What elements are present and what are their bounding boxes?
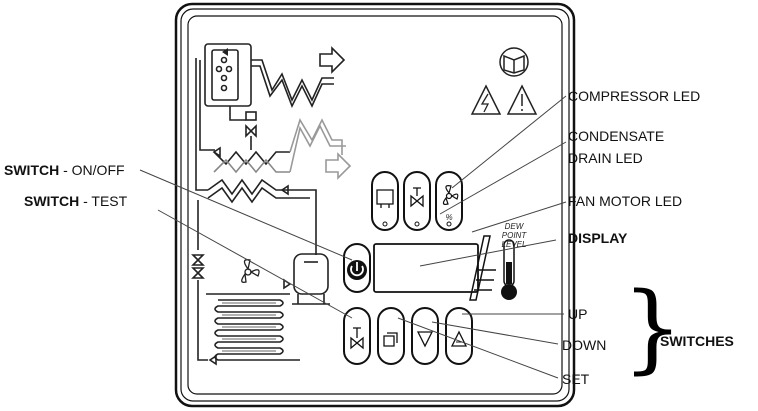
condensate-line2: DRAIN LED — [568, 150, 643, 166]
drain-led-capsule — [403, 171, 431, 231]
fan-percent-text: % — [445, 213, 453, 222]
dew-point-line2: LEVEL — [501, 240, 527, 249]
switch-test-suffix: - TEST — [79, 193, 128, 209]
power-switch[interactable] — [343, 243, 371, 293]
circuit-schematic — [191, 43, 352, 366]
set-label: SET — [562, 371, 590, 387]
down-switch[interactable] — [411, 307, 439, 365]
dew-point-level-indicator — [469, 235, 496, 301]
switch-onoff-label: SWITCH - ON/OFF — [4, 162, 125, 178]
compressor-led-capsule — [371, 171, 399, 231]
down-label: DOWN — [562, 337, 607, 353]
dew-point-level-text: DEW POINT LEVEL — [494, 222, 534, 249]
set-switch[interactable] — [377, 307, 405, 365]
book-icon — [499, 47, 529, 77]
panel-frame — [174, 2, 576, 408]
dew-point-line1: DEW POINT — [501, 222, 527, 240]
thermometer-icon — [501, 239, 517, 300]
leader-lines — [139, 95, 567, 379]
exclamation-warning-icon — [506, 84, 538, 115]
condensate-drain-led-label: CONDENSATE DRAIN LED — [568, 128, 664, 166]
lightning-warning-icon — [470, 84, 502, 115]
switches-label: SWITCHES — [660, 333, 734, 349]
condensate-line1: CONDENSATE — [568, 128, 665, 144]
fan-motor-led-label: FAN MOTOR LED — [568, 193, 683, 209]
switches-brace: } — [622, 272, 684, 384]
switch-onoff-prefix: SWITCH — [4, 162, 60, 178]
display-label: DISPLAY — [568, 230, 628, 246]
test-switch[interactable] — [343, 307, 371, 365]
condenser-fan-icon — [241, 259, 260, 283]
display-screen — [373, 243, 479, 293]
up-label: UP — [568, 306, 588, 322]
switch-test-label: SWITCH - TEST — [24, 193, 127, 209]
compressor-led-label: COMPRESSOR LED — [568, 88, 701, 104]
switch-test-prefix: SWITCH — [24, 193, 80, 209]
switch-onoff-suffix: - ON/OFF — [59, 162, 125, 178]
up-switch[interactable] — [445, 307, 473, 365]
